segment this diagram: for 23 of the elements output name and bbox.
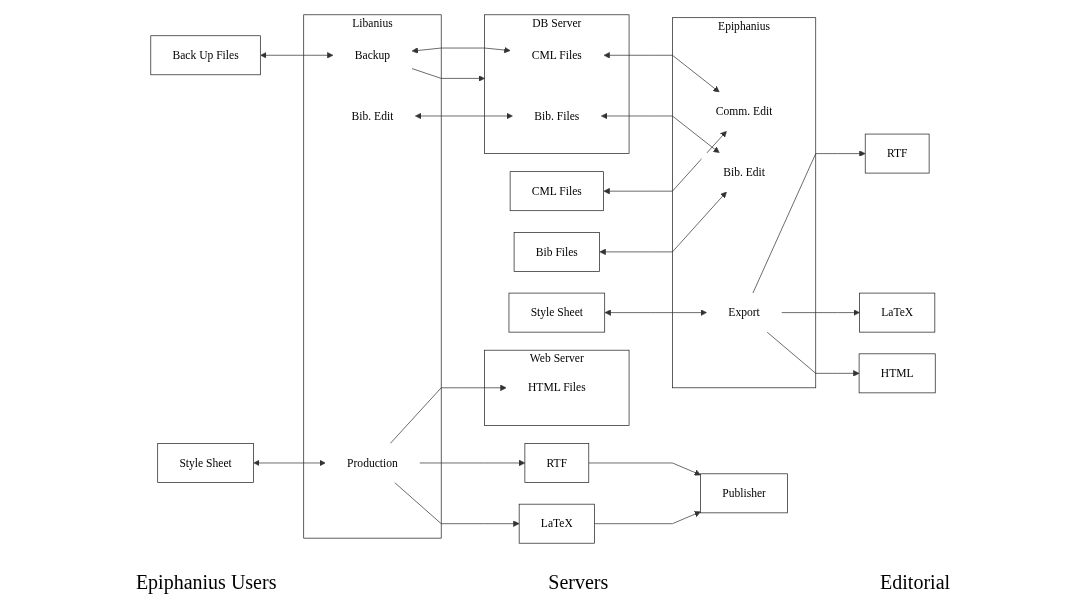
node-box: Style Sheet bbox=[157, 442, 254, 483]
node-box: Back Up Files bbox=[150, 34, 261, 75]
node-box: LaTeX bbox=[859, 292, 936, 332]
section-label: Epiphanius Users bbox=[135, 570, 277, 594]
node-text: Bib. Edit bbox=[351, 108, 394, 122]
node-text: Bib. Edit bbox=[723, 165, 765, 178]
node-box: Style Sheet bbox=[508, 292, 606, 332]
node-text: HTML Files bbox=[527, 380, 586, 394]
node-box: RTF bbox=[864, 133, 930, 173]
node-text: CML Files bbox=[531, 48, 582, 61]
node-text: Bib. Files bbox=[534, 108, 580, 122]
node-text: Export bbox=[728, 305, 760, 318]
node-box: Bib Files bbox=[513, 231, 600, 272]
section-label: Servers bbox=[548, 570, 609, 594]
node-box: Publisher bbox=[700, 472, 788, 513]
node-text: Comm. Edit bbox=[715, 104, 773, 117]
node-text: Production bbox=[347, 455, 398, 469]
node-box: LaTeX bbox=[518, 503, 595, 544]
section-label: Editorial bbox=[880, 570, 951, 594]
node-box: CML Files bbox=[509, 170, 604, 211]
node-box: HTML bbox=[858, 352, 936, 393]
node-text: Backup bbox=[354, 48, 391, 61]
node-box: RTF bbox=[524, 442, 590, 483]
